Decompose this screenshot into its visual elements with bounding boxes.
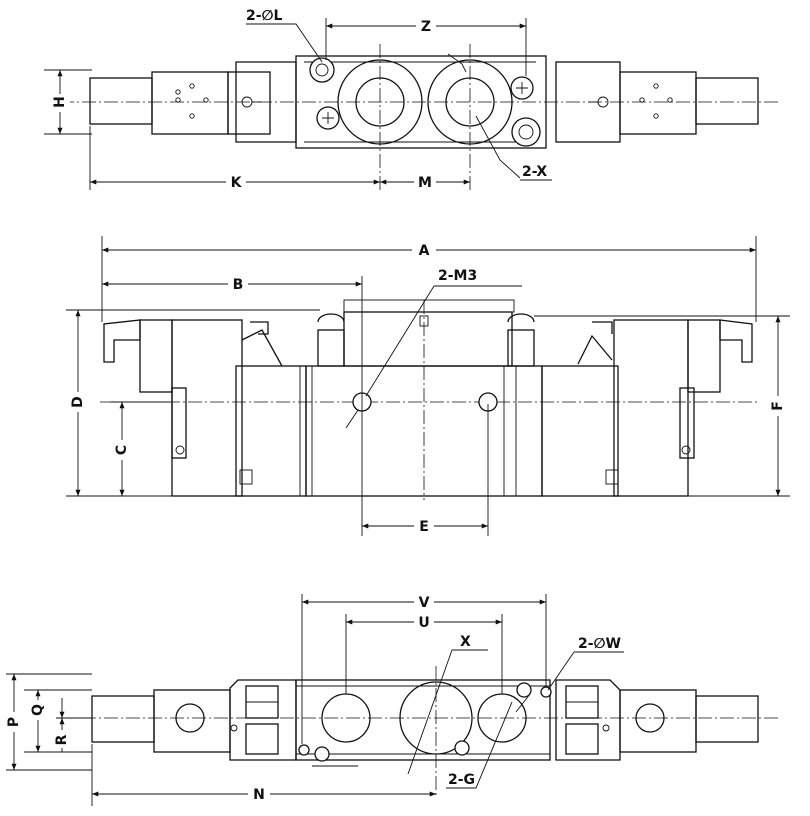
dim-label-U: U [418,615,429,631]
dim-label-Q: Q [30,704,46,716]
dim-label-H: H [52,96,68,108]
dim-label-M: M [418,175,432,191]
dim-label-A: A [419,243,430,259]
dim-label-diameter-L: 2-∅L [246,8,283,24]
dim-label-B: B [233,277,244,293]
front-view: A B D C F E 2-M3 [66,236,790,536]
dim-label-X: X [460,634,471,650]
dim-label-Z: Z [421,19,431,35]
dim-label-N: N [253,787,265,803]
dim-label-2W: 2-∅W [578,636,621,652]
dim-label-2M3: 2-M3 [438,268,477,284]
top-view: Z H K M 2-∅L 2-X [44,8,780,191]
dim-label-V: V [419,595,430,611]
dim-label-K: K [231,175,243,191]
dim-label-2X: 2-X [522,164,547,180]
dim-label-2G: 2-G [448,772,475,788]
bottom-view: V U P Q R N X 2-∅W 2-G [4,593,780,806]
dim-label-P: P [6,717,22,727]
dim-label-C: C [114,445,130,455]
dim-label-F: F [770,401,786,411]
dim-label-E: E [419,519,429,535]
dim-label-D: D [70,396,86,408]
dim-label-R: R [54,734,70,745]
